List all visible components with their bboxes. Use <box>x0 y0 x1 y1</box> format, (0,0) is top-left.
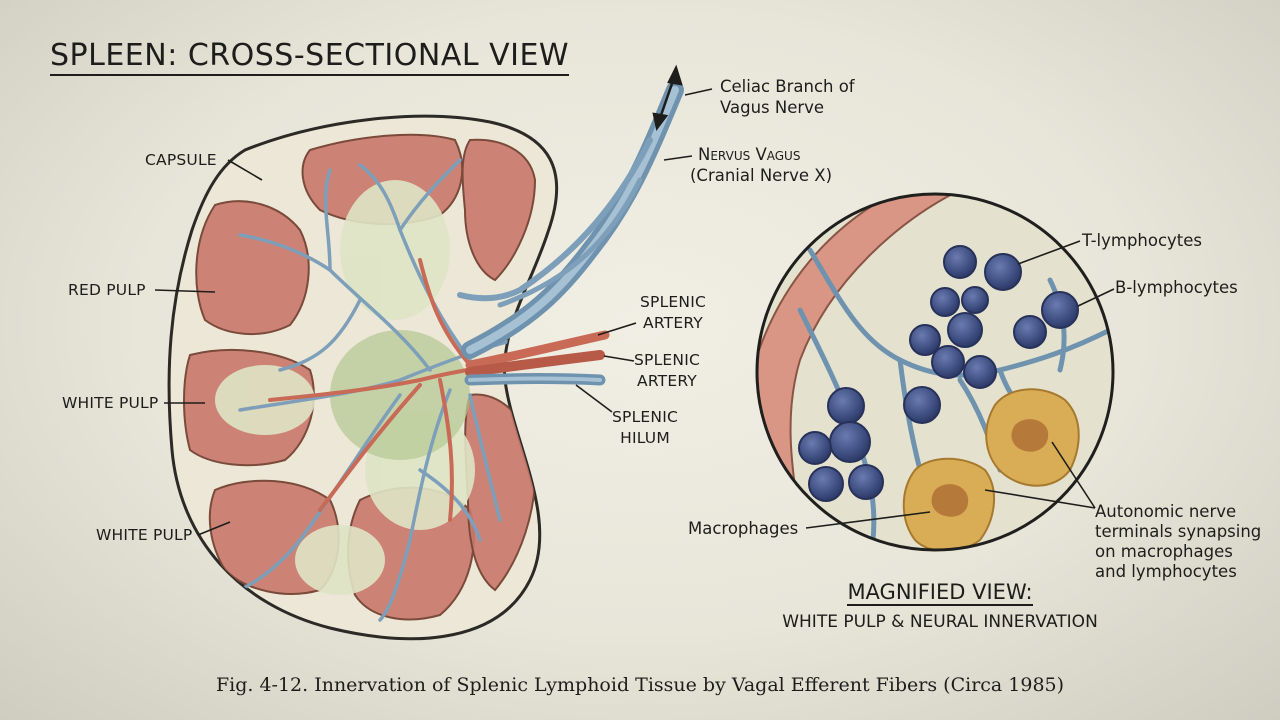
label-t-lymphocytes: T-lymphocytes <box>1082 231 1203 250</box>
splenic-vessels <box>464 330 610 386</box>
label-autonomic-terminals: Autonomic nerve terminals synapsing on m… <box>1095 502 1262 581</box>
label-celiac-branch: Celiac Branch of Vagus Nerve <box>720 77 855 117</box>
magnified-view <box>755 192 1115 552</box>
splenic-artery-upper <box>465 330 610 370</box>
label-capsule: CAPSULE <box>145 151 217 169</box>
macrophage-cells <box>902 388 1080 550</box>
label-red-pulp: RED PULP <box>68 281 146 299</box>
label-white-pulp-lower: WHITE PULP <box>96 526 193 544</box>
vagus-nerve-trunk <box>457 81 684 359</box>
magnified-view-title: MAGNIFIED VIEW: <box>847 580 1033 606</box>
label-b-lymphocytes: B-lymphocytes <box>1115 278 1238 297</box>
label-splenic-artery-lower: SPLENIC ARTERY <box>634 351 701 390</box>
label-macrophages: Macrophages <box>688 519 799 538</box>
label-splenic-artery-upper: SPLENIC ARTERY <box>640 293 707 332</box>
label-splenic-hilum: SPLENIC HILUM <box>612 408 679 447</box>
double-arrow-icon <box>652 64 683 131</box>
leader-lines <box>154 88 1115 536</box>
magnified-view-subtitle: WHITE PULP & NEURAL INNERVATION <box>782 612 1098 632</box>
diagram-title: SPLEEN: CROSS-SECTIONAL VIEW <box>50 38 570 76</box>
label-nervus-vagus: Nervus Vagus (Cranial Nerve X) <box>690 145 833 185</box>
splenic-artery-lower <box>465 350 605 377</box>
spleen-cross-section <box>167 114 559 641</box>
lymphocyte-cells <box>798 245 1079 502</box>
magnified-view-border <box>755 192 1115 552</box>
red-pulp-lobules <box>183 133 537 621</box>
figure-caption: Fig. 4-12. Innervation of Splenic Lympho… <box>215 674 1065 696</box>
label-white-pulp-upper: WHITE PULP <box>62 394 159 412</box>
intrasplenic-nerve-branches <box>238 158 557 622</box>
